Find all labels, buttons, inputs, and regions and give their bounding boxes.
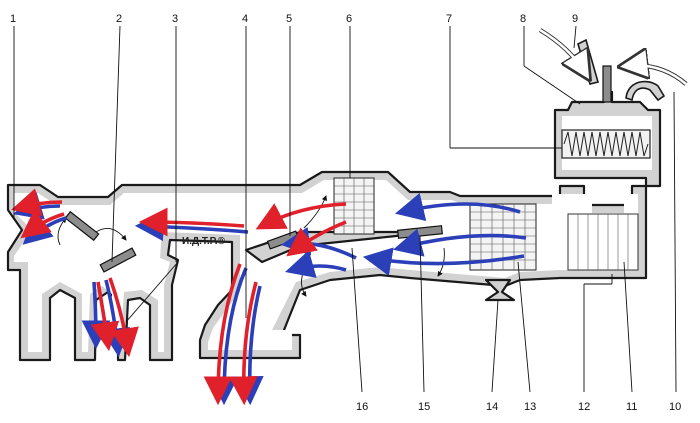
callout-7: 7 — [446, 13, 452, 25]
callout-8: 8 — [520, 13, 526, 25]
cabin-filter — [561, 129, 651, 159]
callout-4: 4 — [242, 13, 248, 25]
callout-6: 6 — [346, 13, 352, 25]
watermark: И.Д.Т.Р.® — [182, 236, 226, 247]
callout-13: 13 — [524, 401, 536, 413]
blower-fan — [567, 213, 639, 271]
callout-12: 12 — [578, 401, 590, 413]
callout-16: 16 — [356, 401, 368, 413]
callout-5: 5 — [286, 13, 292, 25]
flap-windshield — [64, 210, 100, 242]
outside-air-arrows — [538, 28, 688, 86]
callout-3: 3 — [172, 13, 178, 25]
drain-outlet — [484, 278, 516, 302]
callout-14: 14 — [486, 401, 498, 413]
flap-recirculation — [602, 65, 612, 103]
callout-11: 11 — [626, 401, 637, 413]
callout-15: 15 — [418, 401, 430, 413]
hot-air-arrows — [11, 188, 347, 406]
callout-9: 9 — [572, 13, 578, 25]
leader-lines — [13, 25, 677, 393]
callout-10: 10 — [669, 401, 681, 413]
callout-1: 1 — [10, 13, 16, 25]
callout-2: 2 — [116, 13, 122, 25]
flap-feet-left — [99, 247, 137, 273]
callouts: 1 2 3 4 5 6 7 8 9 10 11 12 13 14 15 16 — [10, 13, 681, 413]
